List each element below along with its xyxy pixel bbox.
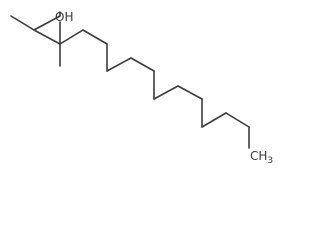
chain-bond-5: [130, 57, 155, 72]
terminal-methyl-text: CH: [250, 149, 267, 163]
terminal-methyl-label: CH3: [250, 149, 273, 166]
bond-ethyl-to-carbinol: [33, 15, 61, 31]
chain-bond-8: [177, 85, 203, 100]
chain-bond-10: [201, 112, 227, 128]
bond-ethyl-terminal: [10, 15, 35, 31]
chain-bond-7: [153, 85, 179, 100]
chain-bond-11: [225, 112, 250, 128]
terminal-methyl-subscript: 3: [267, 156, 273, 166]
hydroxyl-label: OH: [55, 10, 73, 24]
bond-ethyl-join: [33, 29, 61, 45]
skeletal-formula: OH CH3: [10, 10, 273, 166]
chain-bond-1: [59, 29, 84, 45]
chain-bond-4: [106, 57, 132, 72]
chain-bond-2: [82, 29, 108, 45]
